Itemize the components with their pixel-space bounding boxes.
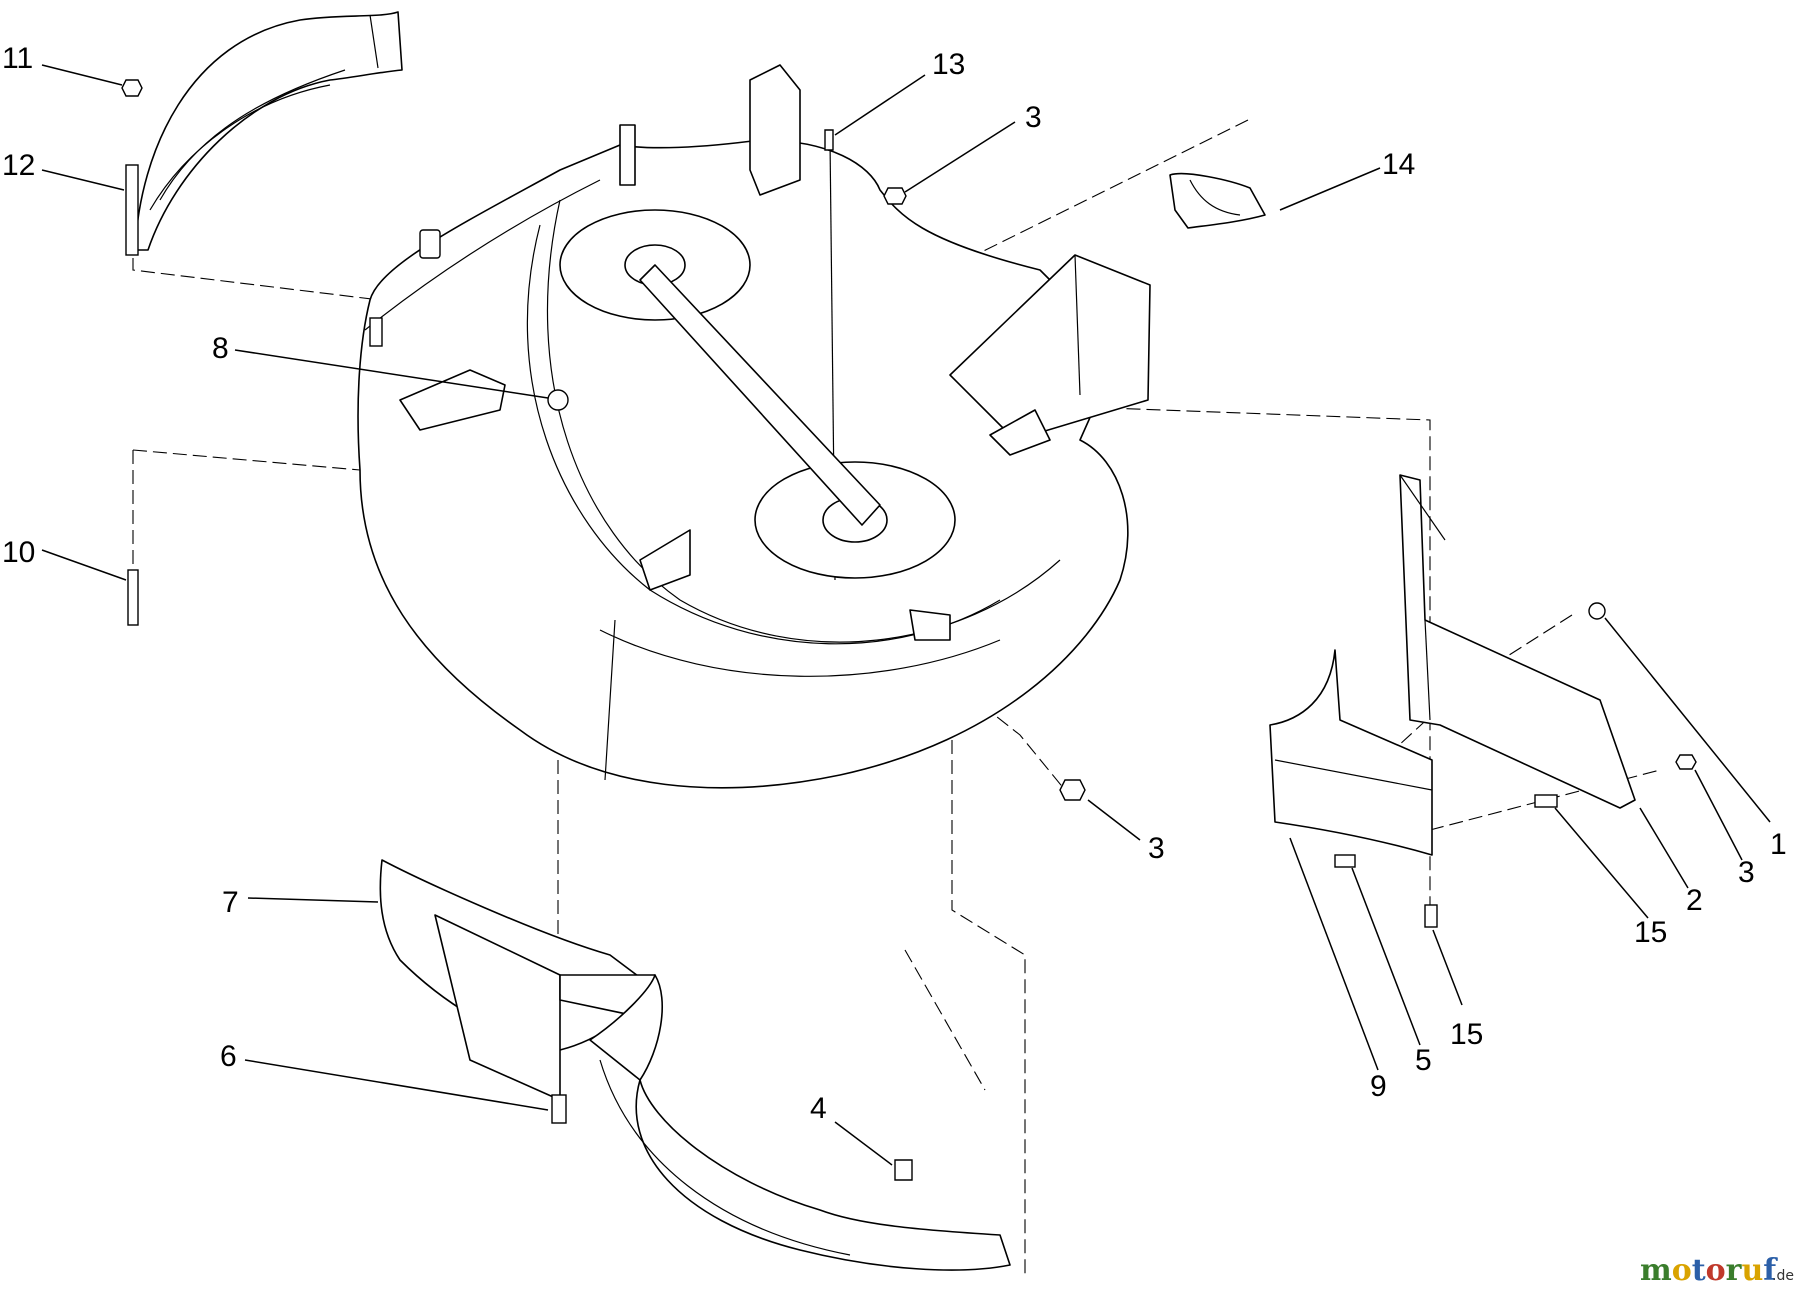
bolt-5-icon	[1334, 854, 1356, 868]
lower-deflector-part-7	[379, 859, 656, 1101]
callout-14: 14	[1382, 148, 1415, 181]
side-chute-part-2	[1399, 474, 1636, 809]
bolt-6-icon	[551, 1094, 567, 1124]
watermark-letter: t	[1692, 1253, 1706, 1288]
nut-3-top-icon	[883, 187, 907, 205]
callout-1: 1	[1770, 828, 1787, 861]
motoruf-watermark: motoruf .de	[1640, 1253, 1794, 1288]
callout-7: 7	[222, 886, 239, 919]
callout-5: 5	[1415, 1044, 1432, 1077]
callout-3-right: 3	[1738, 856, 1755, 889]
nut-3-right-icon	[1675, 754, 1697, 770]
nut-1-icon	[1588, 602, 1606, 620]
mounting-plate	[949, 254, 1151, 456]
watermark-logo: motoruf	[1640, 1253, 1778, 1288]
mower-deck	[357, 64, 1129, 789]
leader-lines	[41, 64, 1771, 1166]
callout-3-top: 3	[1025, 101, 1042, 134]
callout-11: 11	[2, 42, 33, 75]
nut-11-icon	[121, 79, 143, 97]
callout-9: 9	[1370, 1070, 1387, 1103]
watermark-letter: u	[1741, 1253, 1763, 1288]
callout-15-right: 15	[1634, 916, 1667, 949]
callout-10: 10	[2, 536, 35, 569]
callout-13: 13	[932, 48, 965, 81]
watermark-letter: o	[1706, 1253, 1726, 1288]
callout-6: 6	[220, 1040, 237, 1073]
bolt-10-icon	[127, 569, 139, 626]
callout-3-middle: 3	[1148, 832, 1165, 865]
watermark-letter: r	[1726, 1253, 1743, 1288]
chute-shield-part-9	[1269, 649, 1433, 856]
deflector-part-12	[125, 11, 403, 256]
callout-numbers: 11 12 13 3 14 8 10 3 1 3 2 15 7 6 4 9 5 …	[2, 42, 1787, 1125]
watermark-letter: o	[1672, 1253, 1692, 1288]
bolt-15-lower-icon	[1424, 904, 1438, 928]
callout-8: 8	[212, 332, 229, 365]
bolt-15-right-icon	[1534, 794, 1558, 808]
callout-2: 2	[1686, 884, 1703, 917]
nut-3-middle-icon	[1059, 779, 1086, 801]
bracket-part-14	[1169, 172, 1266, 229]
watermark-letter: m	[1640, 1253, 1672, 1288]
bolt-13-icon	[824, 129, 834, 151]
callout-12: 12	[2, 149, 35, 182]
callout-15-lower: 15	[1450, 1018, 1483, 1051]
watermark-letter: f	[1763, 1253, 1778, 1288]
lower-chute	[589, 974, 1011, 1271]
callout-4: 4	[810, 1092, 827, 1125]
watermark-suffix: .de	[1772, 1268, 1794, 1284]
nut-8-icon	[547, 389, 569, 411]
hardware	[121, 79, 1697, 1181]
clip-4-icon	[894, 1159, 913, 1181]
